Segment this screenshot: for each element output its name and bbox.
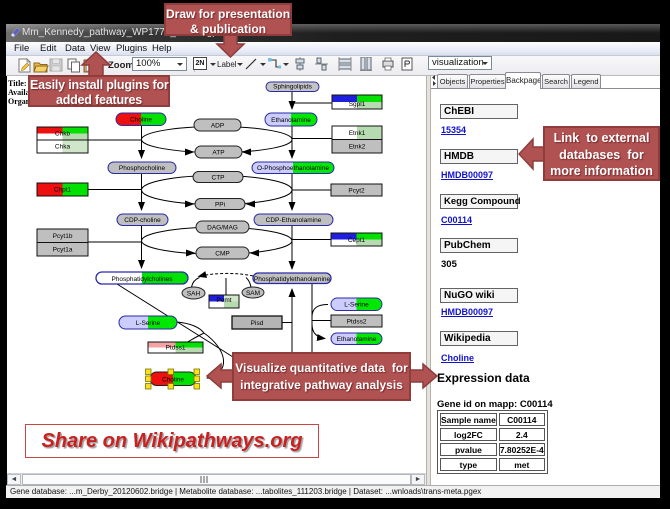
svg-text:Pemt: Pemt	[216, 297, 231, 304]
svg-text:Sphingolipids: Sphingolipids	[273, 84, 312, 91]
svg-text:Pcyt2: Pcyt2	[348, 188, 365, 195]
svg-text:Ptdss1: Ptdss1	[166, 345, 186, 352]
svg-text:Pcyt1a: Pcyt1a	[53, 247, 73, 254]
svg-text:SAM: SAM	[246, 290, 260, 297]
svg-text:PPi: PPi	[215, 202, 225, 209]
svg-text:ATP: ATP	[212, 150, 224, 157]
svg-text:CTP: CTP	[212, 175, 225, 182]
svg-text:Etnk1: Etnk1	[349, 130, 366, 137]
svg-text:CDP-Ethanolamine: CDP-Ethanolamine	[266, 217, 322, 224]
svg-text:Phosphocholine: Phosphocholine	[119, 165, 166, 172]
svg-text:Ethanolamine: Ethanolamine	[271, 117, 311, 124]
svg-text:Etnk2: Etnk2	[349, 144, 366, 151]
svg-text:Chkb: Chkb	[55, 131, 71, 138]
svg-text:Chpt1: Chpt1	[54, 187, 72, 194]
svg-text:Sgpl1: Sgpl1	[349, 101, 366, 108]
svg-text:Ethanolamine: Ethanolamine	[337, 336, 377, 343]
svg-text:Available: Available	[8, 88, 40, 97]
svg-text:DAG/MAG: DAG/MAG	[207, 225, 238, 232]
svg-text:Choline: Choline	[162, 377, 184, 384]
svg-text:CDP-choline: CDP-choline	[124, 217, 161, 224]
svg-text:Title:: Title:	[8, 79, 27, 88]
svg-text:SAH: SAH	[187, 291, 201, 298]
svg-text:ADP: ADP	[211, 123, 224, 130]
svg-text:Ptdss2: Ptdss2	[347, 319, 367, 326]
svg-text:Choline: Choline	[130, 117, 152, 124]
svg-text:Organism: Organism	[8, 97, 43, 106]
svg-text:L-Serine: L-Serine	[136, 320, 161, 327]
svg-text:Chka: Chka	[55, 144, 71, 151]
svg-text:Cept1: Cept1	[348, 237, 366, 244]
svg-text:Phosphatidylcholines: Phosphatidylcholines	[111, 276, 173, 283]
svg-text:L-Serine: L-Serine	[344, 302, 369, 309]
svg-text:Pisd: Pisd	[251, 320, 264, 327]
svg-text:Pcyt1b: Pcyt1b	[53, 233, 73, 240]
svg-text:Phosphatidylethanolamine: Phosphatidylethanolamine	[254, 276, 331, 283]
svg-text:CMP: CMP	[215, 251, 229, 258]
svg-text:O-Phosphoethanolamine: O-Phosphoethanolamine	[257, 165, 329, 172]
